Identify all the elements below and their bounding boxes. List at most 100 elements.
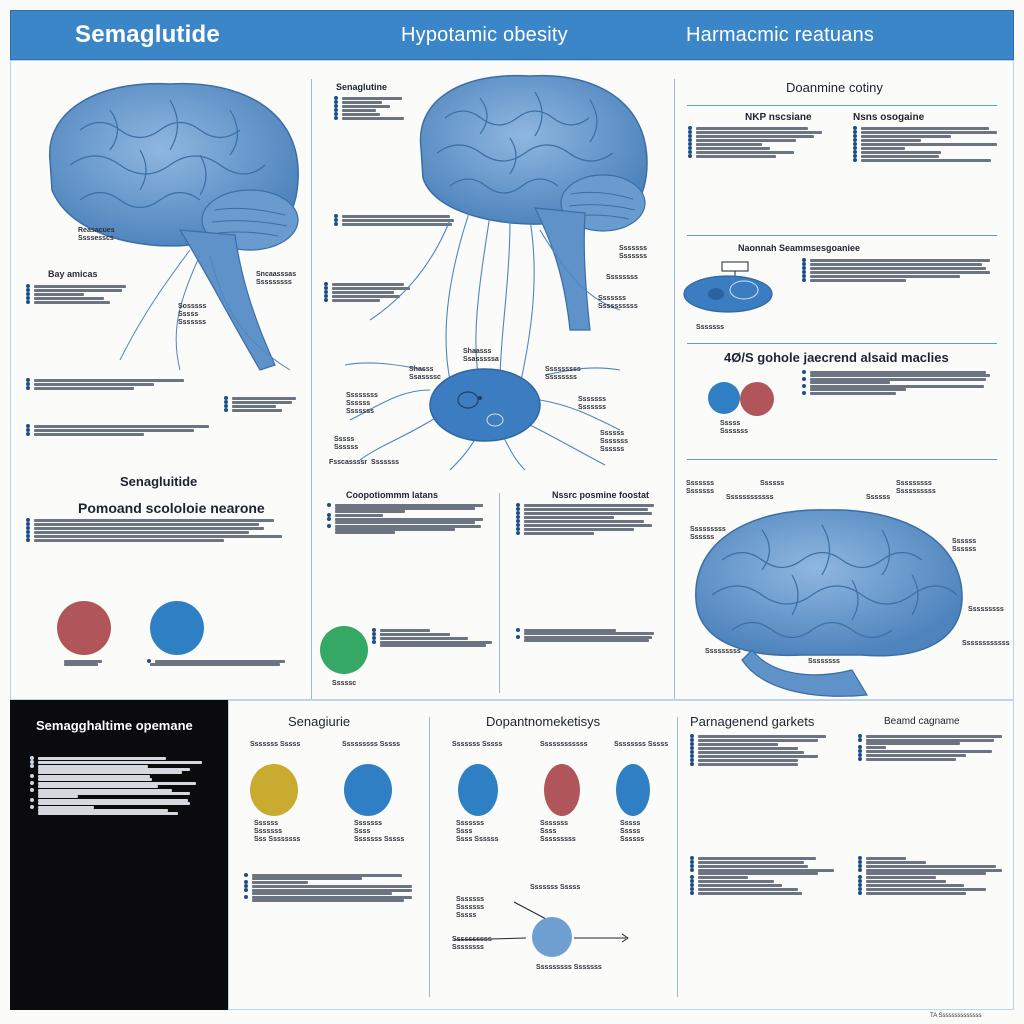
text-block: [244, 873, 434, 902]
flow-label-top: Sssssss Sssss: [530, 884, 581, 891]
flow-label-left: Ssssssssss Ssssssss: [452, 936, 492, 951]
brain-left-label-d: Sosssss Sssss Sssssss: [178, 303, 207, 326]
text-block: [858, 734, 1008, 761]
text-block: [30, 756, 220, 815]
footer-text: TA Ssssssssssssss: [930, 1013, 982, 1019]
green-circle-label: Sssssc: [332, 680, 357, 687]
flow-label-bottom: Sssssssss Sssssss: [536, 964, 602, 971]
match-title: 4Ø/S gohole jaecrend alsaid maclies: [724, 350, 949, 365]
brain-right-label: Ssssssssssss: [726, 494, 774, 501]
brain-right-label-a: Sssssssss: [968, 606, 1004, 613]
text-block: [802, 258, 1002, 282]
col1-label: Sssssssss Sssss: [342, 741, 400, 748]
dopamine-col-left: NKP nscsiane: [745, 112, 812, 123]
text-block: [324, 282, 434, 302]
col2-label: Sssssss Sssss: [452, 741, 503, 748]
dopamine-col-right: Nsns osogaine: [853, 112, 925, 123]
text-block: [372, 628, 502, 647]
brain-left-label-a: Reasacues Ssssesscs: [78, 227, 115, 242]
col3-title: Parnagenend garkets: [690, 714, 815, 729]
neuron-label-c: Sssssssss Ssssssss: [545, 366, 581, 381]
rule: [687, 459, 997, 460]
text-block: [327, 503, 487, 534]
table-left-title: Coopotiommm latans: [346, 490, 439, 500]
brain-right-label-c: Sssssssss: [705, 648, 741, 655]
divider: [499, 493, 500, 693]
col2-label: Ssssssssssss: [540, 741, 588, 748]
neuron-label-a: Shaasss Ssasssssa: [463, 348, 499, 363]
text-block: [26, 424, 216, 436]
divider: [429, 717, 430, 997]
blue-dot: [708, 382, 740, 414]
brain-right-label-b: Ssssssssssss: [962, 640, 1010, 647]
col1-label: Sssssss Sssss: [250, 741, 301, 748]
flow-diagram: [453, 901, 629, 957]
dots-label: Sssss Sssssss: [720, 420, 749, 435]
text-block: [688, 126, 838, 158]
col4-title: Beamd cagname: [884, 716, 960, 727]
brain-left-illustration: [49, 82, 299, 371]
text-block: [858, 856, 1008, 895]
text-block: [334, 214, 464, 226]
rule: [687, 105, 997, 106]
brain-right-label: Ssssss: [866, 494, 891, 501]
dopamine-sub-title: Naonnah Seammsesgoaniee: [738, 243, 861, 253]
text-block: [516, 503, 661, 535]
text-block: [26, 284, 136, 304]
brain-center-illustration: [419, 74, 648, 331]
red-circle: [544, 764, 580, 816]
header-title-right: Harmacmic reatuans: [686, 24, 875, 46]
brain-right-label-d: Ssssssss: [808, 658, 840, 665]
col1-title: Senagiurie: [288, 714, 351, 729]
text-block: [516, 628, 661, 642]
divider: [677, 717, 678, 997]
text-block: [802, 370, 1002, 395]
text-block: [26, 378, 196, 390]
blue-circle: [150, 601, 204, 655]
text-block: [334, 96, 434, 120]
header-title-center: Hypotamic obesity: [401, 24, 568, 46]
rule: [687, 343, 997, 344]
blue-circle: [458, 764, 498, 816]
divider: [311, 79, 312, 699]
brain-left-label-c: Sncaasssas Sssssssss: [256, 271, 297, 286]
dopamine-title: Doanmine cotiny: [786, 80, 883, 95]
brain-left-label-b: Bay amicas: [48, 269, 98, 279]
brain-right-label: Ssssss: [760, 480, 785, 487]
blue-circle: [616, 764, 650, 816]
pomoand-small-title: Senagluitide: [120, 474, 198, 489]
text-block: [64, 659, 304, 666]
red-dot: [740, 382, 774, 416]
table-right-title: Nssrc posmine foostat: [552, 490, 650, 500]
dark-panel-title: Semagghaltime opemane: [36, 718, 193, 733]
neuron-label-d: Fsscassssr Sssssss: [329, 459, 400, 466]
pomoand-title: Pomoand scololoie nearone: [78, 500, 265, 516]
col2-label: Ssssssss Sssss: [614, 741, 669, 748]
text-block: [853, 126, 1003, 162]
brain-right-illustration: [695, 509, 963, 697]
rule: [687, 235, 997, 236]
green-circle: [320, 626, 368, 674]
text-block: [26, 518, 286, 542]
center-brain-label: Ssssssss: [606, 274, 638, 281]
header-title-left: Semaglutide: [75, 21, 220, 48]
red-circle: [57, 601, 111, 655]
dark-panel: Semagghaltime opemane: [10, 700, 228, 1010]
text-block: [690, 856, 850, 895]
organ-label: Sssssss: [696, 324, 725, 331]
